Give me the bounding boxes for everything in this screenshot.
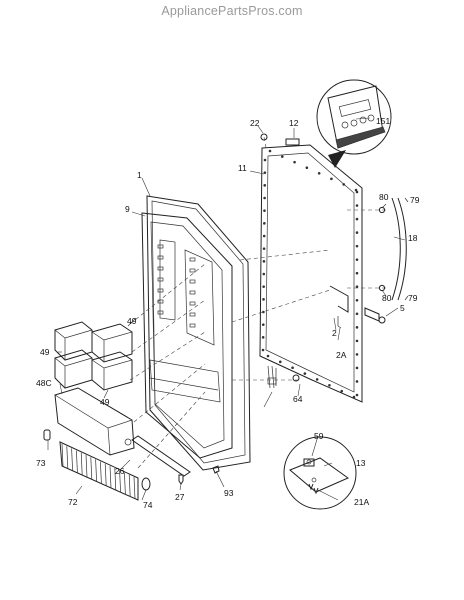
callout-151: 151 <box>376 116 390 126</box>
inner-door-liner <box>141 212 233 459</box>
door-hinge <box>329 285 386 329</box>
detail-inset <box>283 436 357 510</box>
callout-21a: 21A <box>354 497 369 507</box>
door-screw-holes <box>261 149 359 399</box>
screw-22 <box>260 133 268 141</box>
door-bin-upper-left <box>54 321 93 361</box>
screw-93 <box>212 465 220 474</box>
callout-80-bottom: 80 <box>382 293 392 303</box>
callout-11: 11 <box>238 163 247 173</box>
callout-64: 64 <box>293 394 303 404</box>
callout-13: 13 <box>356 458 366 468</box>
wiring-harness <box>267 365 300 389</box>
door-bin-upper-right <box>91 323 133 363</box>
callout-12: 12 <box>289 118 299 128</box>
callout-59: 59 <box>314 431 324 441</box>
assembly-lines <box>129 136 386 469</box>
wire-basket <box>59 441 139 501</box>
callout-22: 22 <box>250 118 260 128</box>
bin-48c <box>54 387 135 456</box>
site-watermark: AppliancePartsPros.com <box>161 4 303 18</box>
callout-79-bottom: 79 <box>408 293 418 303</box>
basket-clip-left <box>43 429 51 441</box>
callout-18: 18 <box>408 233 418 243</box>
callout-72: 72 <box>68 497 78 507</box>
callout-49-top: 49 <box>127 316 137 326</box>
callout-5: 5 <box>400 303 405 313</box>
callout-2a: 2A <box>336 350 347 360</box>
callout-73: 73 <box>36 458 46 468</box>
door-gasket <box>146 195 251 471</box>
door-label <box>285 138 300 146</box>
callout-2: 2 <box>332 328 337 338</box>
control-panel-inset <box>316 79 392 168</box>
liner-shelf-slots <box>157 244 196 328</box>
callout-80-top: 80 <box>379 192 389 202</box>
callout-26: 26 <box>115 466 125 476</box>
callout-93: 93 <box>224 488 234 498</box>
door-bin-lower-right <box>91 351 133 391</box>
callout-1: 1 <box>137 170 142 180</box>
trim-strip <box>131 435 191 477</box>
outer-door-panel <box>259 144 363 403</box>
callout-48c: 48C <box>36 378 52 388</box>
basket-clip-right <box>141 477 151 491</box>
callout-74: 74 <box>143 500 153 510</box>
screw-27 <box>178 474 184 485</box>
callout-79-top: 79 <box>410 195 420 205</box>
leader-lines <box>47 117 406 501</box>
callout-9: 9 <box>125 204 130 214</box>
callout-49-bottom: 49 <box>100 397 110 407</box>
callout-labels: 1 9 11 12 22 151 80 79 18 80 79 5 2 2A 6… <box>36 116 420 510</box>
door-handle <box>378 197 409 301</box>
callout-49-left: 49 <box>40 347 50 357</box>
callout-27: 27 <box>175 492 185 502</box>
